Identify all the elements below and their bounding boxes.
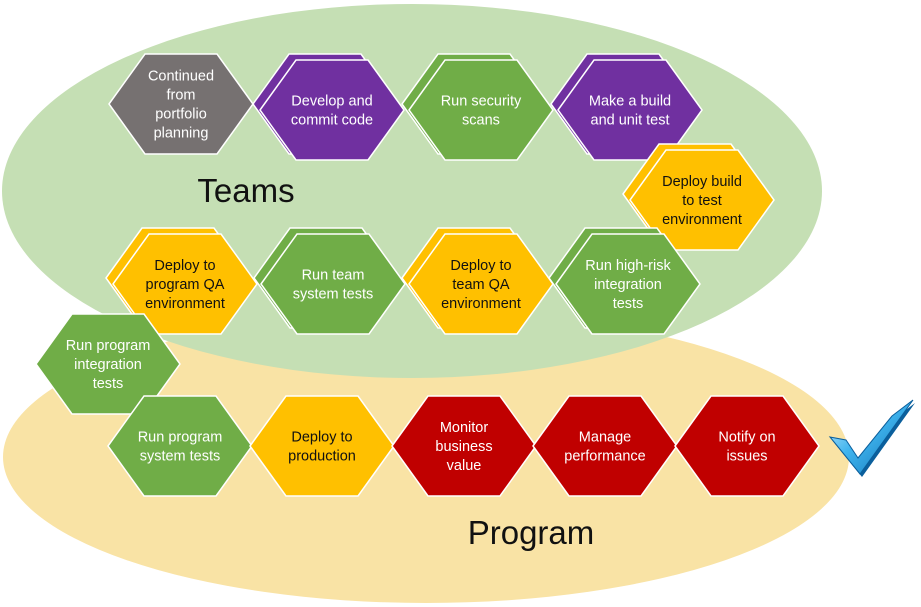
step-make-a-build-and-unit-test: Make a build and unit test xyxy=(550,53,703,161)
checkmark-icon xyxy=(828,399,915,477)
step-label: Make a build and unit test xyxy=(589,94,671,129)
step-label-line: commit code xyxy=(291,113,373,129)
step-label-line: Run program xyxy=(66,338,151,354)
step-deploy-build-to-test-environment: Deploy build to test environment xyxy=(622,143,775,251)
step-label-line: tests xyxy=(93,376,124,392)
step-label-line: system tests xyxy=(293,287,374,303)
step-label-line: tests xyxy=(613,296,644,312)
step-label-line: performance xyxy=(564,449,645,465)
step-label-line: integration xyxy=(594,277,662,293)
step-continued-from-portfolio-planning: Continued from portfolio planning xyxy=(108,53,254,155)
step-label-line: Deploy to xyxy=(154,258,215,274)
step-label-line: Run security xyxy=(441,94,522,110)
step-hexagon xyxy=(557,59,703,161)
step-hexagon xyxy=(408,59,554,161)
step-label-line: Notify on xyxy=(718,430,775,446)
step-manage-performance: Manage performance xyxy=(532,395,678,497)
step-label: Run team system tests xyxy=(293,268,374,303)
step-deploy-to-team-qa-environment: Deploy to team QA environment xyxy=(401,227,554,335)
step-label-line: team QA xyxy=(452,277,510,293)
step-hexagon xyxy=(408,233,554,335)
step-label-line: environment xyxy=(662,212,742,228)
step-label: Run high-risk integration tests xyxy=(585,258,671,312)
step-label-line: Run program xyxy=(138,430,223,446)
step-label-line: planning xyxy=(154,126,209,142)
step-run-team-system-tests: Run team system tests xyxy=(253,227,406,335)
step-monitor-business-value: Monitor business value xyxy=(391,395,537,497)
step-hexagon xyxy=(259,59,405,161)
step-label-line: Make a build xyxy=(589,94,671,110)
step-label: Develop and commit code xyxy=(291,94,373,129)
step-label-line: from xyxy=(167,88,196,104)
step-label-line: Run high-risk xyxy=(585,258,671,274)
step-label-line: Deploy to xyxy=(291,430,352,446)
step-notify-on-issues: Notify on issues xyxy=(674,395,820,497)
step-label-line: integration xyxy=(74,357,142,373)
step-label-line: and unit test xyxy=(591,113,670,129)
step-run-program-integration-tests: Run program integration tests xyxy=(35,313,181,415)
step-label-line: business xyxy=(435,439,492,455)
step-label-line: Develop and xyxy=(291,94,372,110)
step-label-line: Manage xyxy=(579,430,631,446)
step-label: Continued from portfolio planning xyxy=(148,69,214,142)
program-group-label: Program xyxy=(468,514,595,551)
step-hexagon xyxy=(260,233,406,335)
step-label-line: environment xyxy=(145,296,225,312)
step-label-line: system tests xyxy=(140,449,221,465)
step-run-program-system-tests: Run program system tests xyxy=(107,395,253,497)
step-run-high-risk-integration-tests: Run high-risk integration tests xyxy=(548,227,701,335)
step-label-line: Continued xyxy=(148,69,214,85)
steps-layer: Continued from portfolio planning Develop an… xyxy=(35,53,820,497)
step-label-line: to test xyxy=(682,193,722,209)
step-label: Notify on issues xyxy=(718,430,775,465)
step-label-line: issues xyxy=(726,449,767,465)
step-label: Run security scans xyxy=(441,94,522,129)
step-hexagon xyxy=(35,313,181,415)
step-label: Monitor business value xyxy=(435,420,492,474)
step-label: Deploy to production xyxy=(288,430,356,465)
step-label-line: program QA xyxy=(146,277,225,293)
step-label: Deploy to team QA environment xyxy=(441,258,521,312)
step-label-line: Deploy to xyxy=(450,258,511,274)
step-label-line: Deploy build xyxy=(662,174,742,190)
step-label: Manage performance xyxy=(564,430,645,465)
step-label-line: portfolio xyxy=(155,107,207,123)
step-label-line: environment xyxy=(441,296,521,312)
step-hexagon xyxy=(674,395,820,497)
step-run-security-scans: Run security scans xyxy=(401,53,554,161)
step-develop-and-commit-code: Develop and commit code xyxy=(252,53,405,161)
step-label-line: Monitor xyxy=(440,420,489,436)
step-label: Deploy build to test environment xyxy=(662,174,742,228)
step-label-line: value xyxy=(447,458,482,474)
step-hexagon xyxy=(555,233,701,335)
step-label: Run program integration tests xyxy=(66,338,151,392)
step-label: Run program system tests xyxy=(138,430,223,465)
teams-group-label: Teams xyxy=(197,172,294,209)
step-label: Deploy to program QA environment xyxy=(145,258,225,312)
step-label-line: production xyxy=(288,449,356,465)
step-label-line: Run team xyxy=(302,268,365,284)
step-label-line: scans xyxy=(462,113,500,129)
